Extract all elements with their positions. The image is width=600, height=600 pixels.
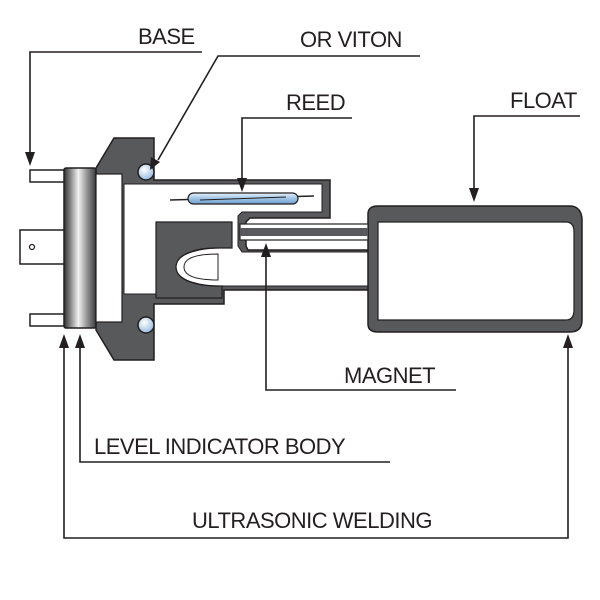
reed-leader bbox=[241, 117, 352, 180]
level-indicator-body-leader bbox=[79, 346, 390, 463]
ultrasonic-welding-leader bbox=[63, 346, 569, 539]
terminal-hole bbox=[28, 243, 36, 251]
float-stem-core bbox=[240, 228, 368, 236]
housing-tongue bbox=[155, 221, 233, 299]
terminal-bottom bbox=[29, 313, 67, 327]
magnet-leader bbox=[265, 255, 456, 391]
float bbox=[239, 205, 583, 333]
base bbox=[19, 167, 123, 329]
label-base: BASE bbox=[138, 24, 195, 49]
housing bbox=[95, 137, 381, 361]
float-inner bbox=[377, 221, 575, 321]
or-viton-leader bbox=[157, 55, 420, 161]
tongue-hole bbox=[183, 253, 219, 281]
label-float: FLOAT bbox=[510, 88, 577, 113]
terminal-middle bbox=[19, 229, 67, 265]
label-ultrasonic-welding: ULTRASONIC WELDING bbox=[192, 508, 432, 533]
reed-switch bbox=[169, 192, 315, 205]
o-ring-top bbox=[137, 163, 155, 181]
leader-lines bbox=[25, 51, 580, 539]
o-ring-bottom bbox=[137, 316, 155, 334]
label-level-indicator-body: LEVEL INDICATOR BODY bbox=[94, 434, 346, 459]
level-indicator-body-insert bbox=[95, 173, 123, 323]
terminal-top bbox=[29, 169, 67, 183]
float-leader bbox=[473, 115, 580, 190]
base-plate bbox=[63, 167, 97, 329]
base-leader bbox=[29, 51, 202, 154]
label-magnet: MAGNET bbox=[344, 363, 435, 388]
label-reed: REED bbox=[286, 90, 345, 115]
label-or-viton: OR VITON bbox=[300, 27, 402, 52]
